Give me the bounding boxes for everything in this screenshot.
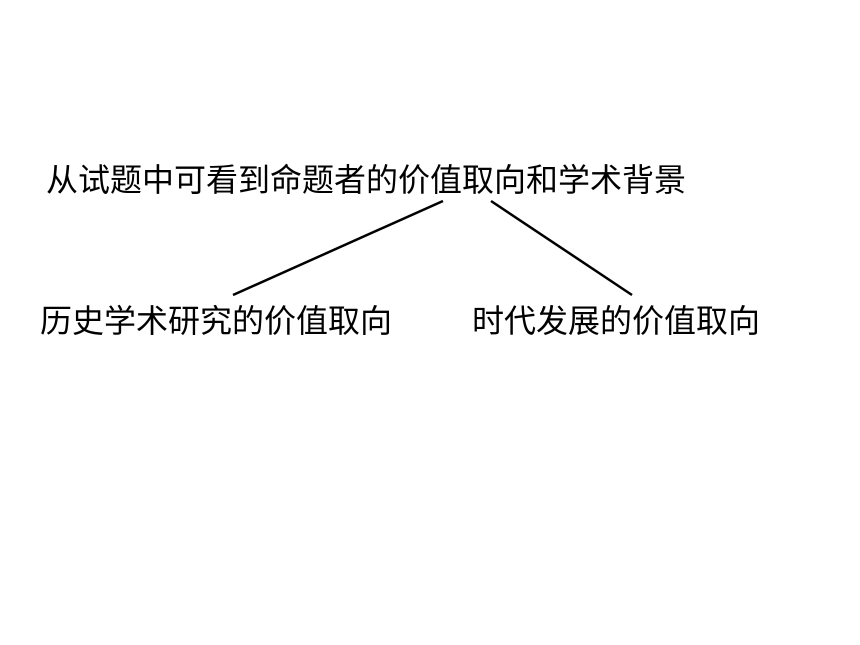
connector-right (490, 199, 633, 297)
connector-left (232, 199, 444, 297)
child-node-label-left: 历史学术研究的价值取向 (40, 302, 393, 340)
root-node-label: 从试题中可看到命题者的价值取向和学术背景 (46, 161, 687, 199)
child-node-label-right: 时代发展的价值取向 (472, 302, 761, 340)
